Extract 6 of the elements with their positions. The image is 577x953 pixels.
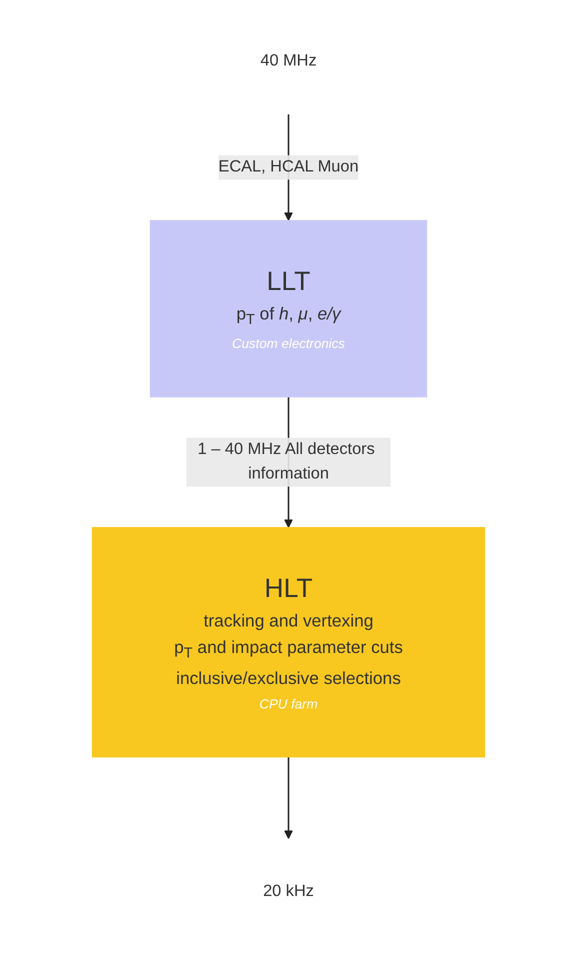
node-text: 20 kHz [263, 882, 314, 900]
edge-label: ECAL, HCAL Muon [218, 158, 359, 176]
node-box: HLT tracking and vertexing p$_{T}$ and impact parameter cuts inclusive/exclusive selections CPU farm [92, 527, 486, 758]
node-text: 40 MHz [260, 52, 317, 70]
edge-label: 1 – 40 MHz All detectors information [198, 440, 375, 483]
arrow [284, 756, 293, 840]
